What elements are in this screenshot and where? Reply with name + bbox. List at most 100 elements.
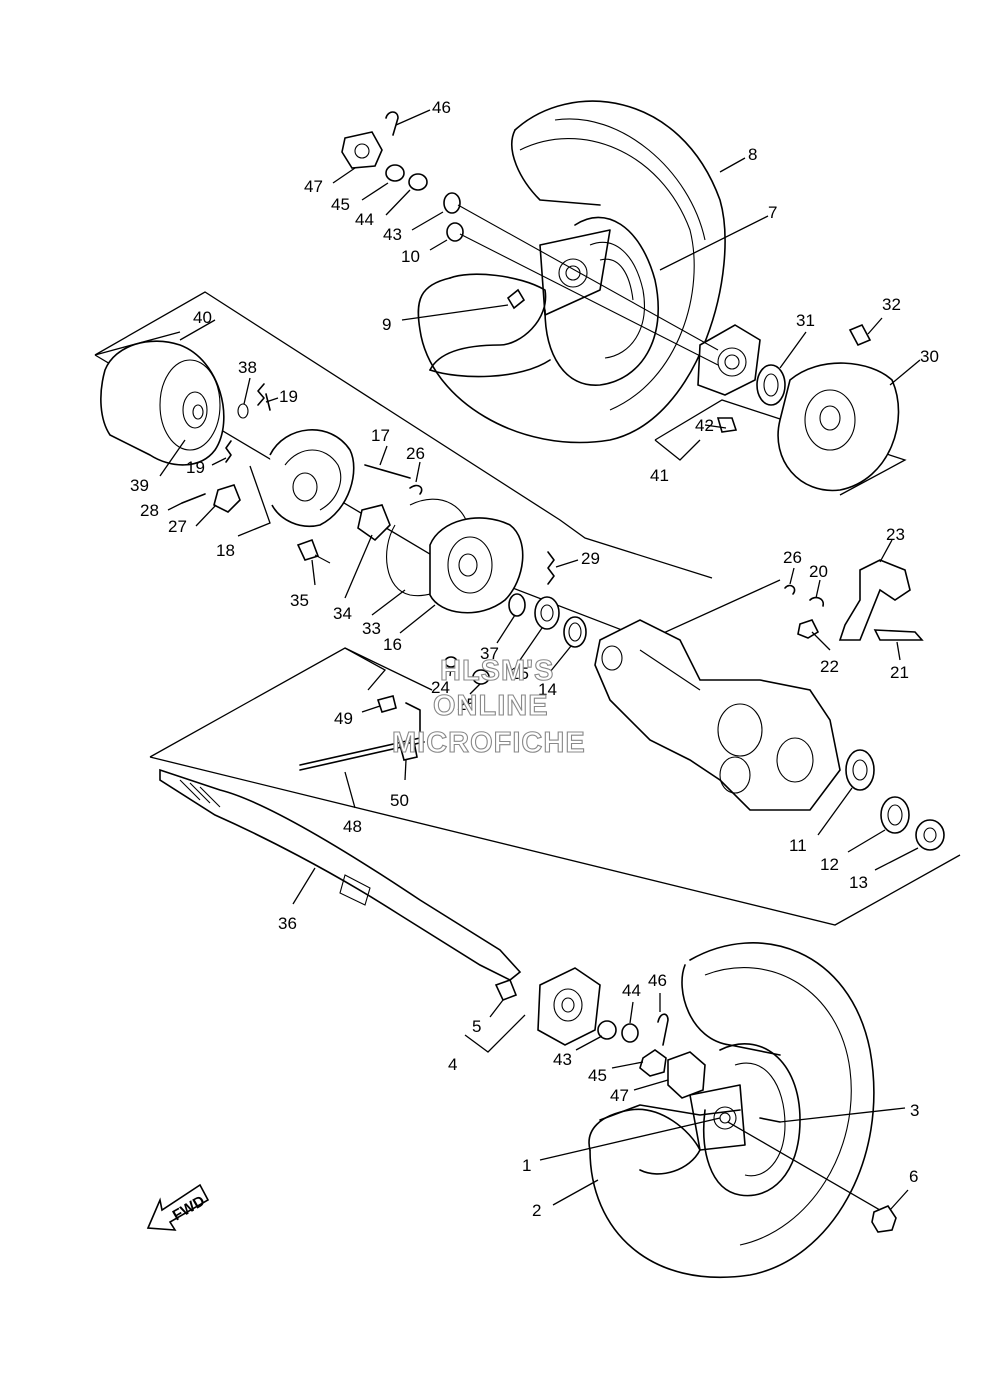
lower-tire [589, 942, 875, 1279]
callout-42: 42 [695, 416, 714, 435]
seal-14 [563, 616, 587, 648]
upper-hub [697, 324, 786, 433]
plate-27 [213, 484, 241, 513]
stud-9 [506, 288, 526, 310]
oil-seal-31 [756, 364, 786, 406]
brake-shoes [181, 383, 355, 527]
washer-44-top [408, 173, 428, 191]
bearing-11 [845, 749, 875, 791]
callout-26-right: 26 [783, 548, 802, 567]
callout-37: 37 [480, 644, 499, 663]
clamp-50 [399, 741, 418, 761]
bolt-42 [716, 417, 738, 433]
callout-46-bottom: 46 [648, 971, 667, 990]
upper-wheel-assembly [417, 100, 726, 444]
callout-24: 24 [431, 678, 450, 697]
callout-50: 50 [390, 791, 409, 810]
pin-28 [181, 493, 206, 504]
clamp-49 [376, 695, 397, 713]
callout-41: 41 [650, 466, 669, 485]
callout-16: 16 [383, 635, 402, 654]
callout-39: 39 [130, 476, 149, 495]
bolt-32 [848, 323, 872, 347]
bearings-inner [444, 593, 587, 685]
callout-17: 17 [371, 426, 390, 445]
nut-6 [871, 1205, 897, 1233]
spring-19-upper [257, 383, 271, 411]
callout-28: 28 [140, 501, 159, 520]
callout-labels: 46 47 45 44 43 10 9 8 7 31 32 30 42 41 4… [130, 98, 939, 1220]
washer-45-top [385, 164, 405, 182]
nut-47-top [341, 131, 383, 169]
callout-14: 14 [538, 680, 557, 699]
lower-rim [702, 1043, 801, 1197]
callout-44-bottom: 44 [622, 981, 641, 1000]
callout-8: 8 [748, 145, 757, 164]
callout-23: 23 [886, 525, 905, 544]
nut-10 [446, 222, 464, 242]
callout-31: 31 [796, 311, 815, 330]
callout-33: 33 [362, 619, 381, 638]
brake-drum-cover [777, 323, 900, 492]
callout-40: 40 [193, 308, 212, 327]
clip-26-upper [409, 484, 423, 495]
callout-46-top: 46 [432, 98, 451, 117]
callout-49: 49 [334, 709, 353, 728]
callout-26-left: 26 [406, 444, 425, 463]
bolt-25 [472, 669, 490, 685]
callout-21: 21 [890, 663, 909, 682]
callout-13: 13 [849, 873, 868, 892]
callout-47-top: 47 [304, 177, 323, 196]
brake-drum-assembly [100, 340, 225, 466]
lower-wheel-assembly [588, 942, 875, 1279]
nut-45-bottom [639, 1049, 667, 1077]
shaft-17 [364, 464, 411, 479]
callout-7: 7 [768, 203, 777, 222]
leader-lines [94, 109, 921, 1211]
spring-29 [547, 551, 555, 585]
callout-38: 38 [238, 358, 257, 377]
axle-housing [594, 619, 841, 811]
callout-45-bottom: 45 [588, 1066, 607, 1085]
washer-44-bottom [621, 1023, 639, 1043]
brake-shoe-18 [269, 429, 355, 527]
callout-22: 22 [820, 657, 839, 676]
oring-38 [237, 403, 249, 419]
callout-18: 18 [216, 541, 235, 560]
callout-20: 20 [809, 562, 828, 581]
hub-4 [537, 967, 601, 1046]
collar-43-top [443, 192, 461, 214]
bolt-35 [296, 538, 320, 561]
rod-assembly [299, 695, 425, 771]
stud-3 [759, 1117, 781, 1123]
collar-13 [915, 819, 945, 851]
rod-48 [299, 702, 421, 766]
seal-37 [508, 593, 526, 617]
cotter-pin-46-top [385, 111, 399, 136]
callout-10: 10 [401, 247, 420, 266]
callout-2: 2 [532, 1201, 541, 1220]
watermark-line-2: ONLINE [433, 690, 549, 722]
lower-hardware [597, 1013, 897, 1233]
seal-12 [880, 796, 910, 834]
callout-36: 36 [278, 914, 297, 933]
bolt-5 [494, 978, 518, 1002]
callout-27: 27 [168, 517, 187, 536]
callout-25: 25 [457, 695, 476, 714]
callout-48: 48 [343, 817, 362, 836]
callout-15: 15 [510, 664, 529, 683]
fwd-arrow: FWD [146, 1183, 210, 1231]
axle-shaft-36 [159, 768, 522, 981]
axle-housing-body [594, 619, 841, 811]
callout-44-top: 44 [355, 210, 374, 229]
nut-47-bottom [667, 1051, 706, 1099]
callout-1: 1 [522, 1156, 531, 1175]
callout-9: 9 [382, 315, 391, 334]
upper-rim [544, 216, 659, 386]
bracket-23 [838, 559, 911, 641]
callout-32: 32 [882, 295, 901, 314]
watermark-line-3: MICROFICHE [392, 727, 586, 759]
callout-47-bottom: 47 [610, 1086, 629, 1105]
callout-12: 12 [820, 855, 839, 874]
